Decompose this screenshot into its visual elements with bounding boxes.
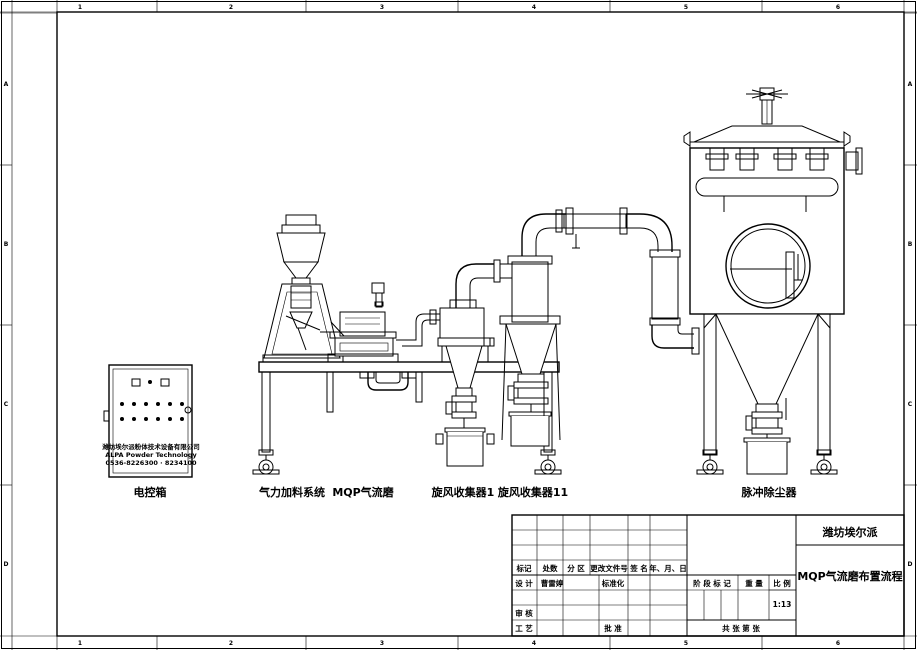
pulse-dust-collector bbox=[683, 87, 863, 475]
jet-mill bbox=[320, 282, 399, 363]
tb-header-zone: 分 区 bbox=[567, 563, 585, 573]
main-duct bbox=[563, 207, 700, 355]
zone-col-1: 1 bbox=[78, 4, 82, 11]
zone-col-6-bottom: 6 bbox=[836, 640, 840, 647]
zone-row-a-right: A bbox=[908, 81, 913, 88]
zone-col-5-bottom: 5 bbox=[684, 640, 688, 647]
label-jet-mill: MQP气流磨 bbox=[332, 485, 394, 499]
label-cyclone-1: 旋风收集器1 bbox=[431, 485, 495, 499]
zone-row-b-right: B bbox=[908, 241, 913, 248]
zone-col-6: 6 bbox=[836, 4, 840, 11]
tb-process: 工 艺 bbox=[515, 623, 533, 633]
label-dust-collector: 脉冲除尘器 bbox=[741, 485, 798, 499]
control-box-plate-line1: 潍坊埃尔派粉体技术设备有限公司 bbox=[102, 442, 200, 451]
tb-stage-mark: 阶 段 标 记 bbox=[693, 578, 731, 588]
zone-row-c-right: C bbox=[908, 401, 913, 408]
zone-col-4: 4 bbox=[532, 4, 536, 11]
zone-row-b: B bbox=[4, 241, 9, 248]
tb-header-date: 年、月、日 bbox=[649, 563, 687, 573]
title-company: 潍坊埃尔派 bbox=[823, 525, 879, 539]
tb-designer: 曹雷婷 bbox=[541, 578, 564, 588]
tb-sheets: 共 张 第 张 bbox=[722, 623, 760, 633]
caster-wheel-1 bbox=[252, 449, 280, 475]
zone-row-c: C bbox=[4, 401, 9, 408]
tb-scale-value: 1:13 bbox=[773, 600, 792, 609]
tb-header-sign: 签 名 bbox=[629, 563, 648, 573]
tb-design-label: 设 计 bbox=[515, 578, 533, 588]
caster-wheel-3 bbox=[696, 449, 724, 475]
zone-col-3-bottom: 3 bbox=[380, 640, 384, 647]
zone-col-3: 3 bbox=[380, 4, 384, 11]
tb-header-mark: 标记 bbox=[516, 563, 532, 573]
zone-col-4-bottom: 4 bbox=[532, 640, 536, 647]
bottom-connecting-pipe bbox=[359, 371, 417, 391]
zone-col-2: 2 bbox=[229, 4, 233, 11]
title-block: 潍坊埃尔派 MQP气流磨布置流程 标记 处数 分 区 更改文件号 签 名 年、月… bbox=[511, 514, 905, 637]
control-box: 潍坊埃尔派粉体技术设备有限公司 ALPA Powder Technology 0… bbox=[102, 364, 200, 478]
tb-review: 审 核 bbox=[515, 608, 533, 618]
cyclone-1 bbox=[396, 259, 501, 467]
tb-weight: 重 量 bbox=[745, 578, 763, 588]
zone-col-1-bottom: 1 bbox=[78, 640, 82, 647]
tb-scale-label: 比 例 bbox=[773, 578, 791, 588]
control-box-plate-line2: ALPA Powder Technology bbox=[105, 451, 197, 459]
tb-standardize: 标准化 bbox=[601, 578, 625, 588]
title-drawing-name: MQP气流磨布置流程 bbox=[797, 569, 902, 583]
zone-row-a: A bbox=[4, 81, 9, 88]
control-box-plate-line3: 0536-8226300 · 8234100 bbox=[105, 459, 197, 467]
caster-wheel-2 bbox=[534, 449, 562, 475]
cyclone-2 bbox=[499, 209, 566, 447]
tb-header-count: 处数 bbox=[542, 563, 558, 573]
zone-row-d-right: D bbox=[908, 561, 913, 568]
zone-row-d: D bbox=[4, 561, 9, 568]
caster-wheel-4 bbox=[810, 449, 838, 475]
feeding-system bbox=[262, 214, 344, 363]
label-control-box: 电控箱 bbox=[134, 485, 167, 499]
label-cyclone-2: 旋风收集器11 bbox=[497, 485, 568, 499]
zone-col-5: 5 bbox=[684, 4, 688, 11]
control-buttons bbox=[120, 402, 184, 421]
tb-approve: 批 准 bbox=[604, 623, 622, 633]
zone-col-2-bottom: 2 bbox=[229, 640, 233, 647]
tb-header-doc: 更改文件号 bbox=[590, 563, 628, 573]
label-feeding-system: 气力加料系统 bbox=[258, 485, 325, 499]
